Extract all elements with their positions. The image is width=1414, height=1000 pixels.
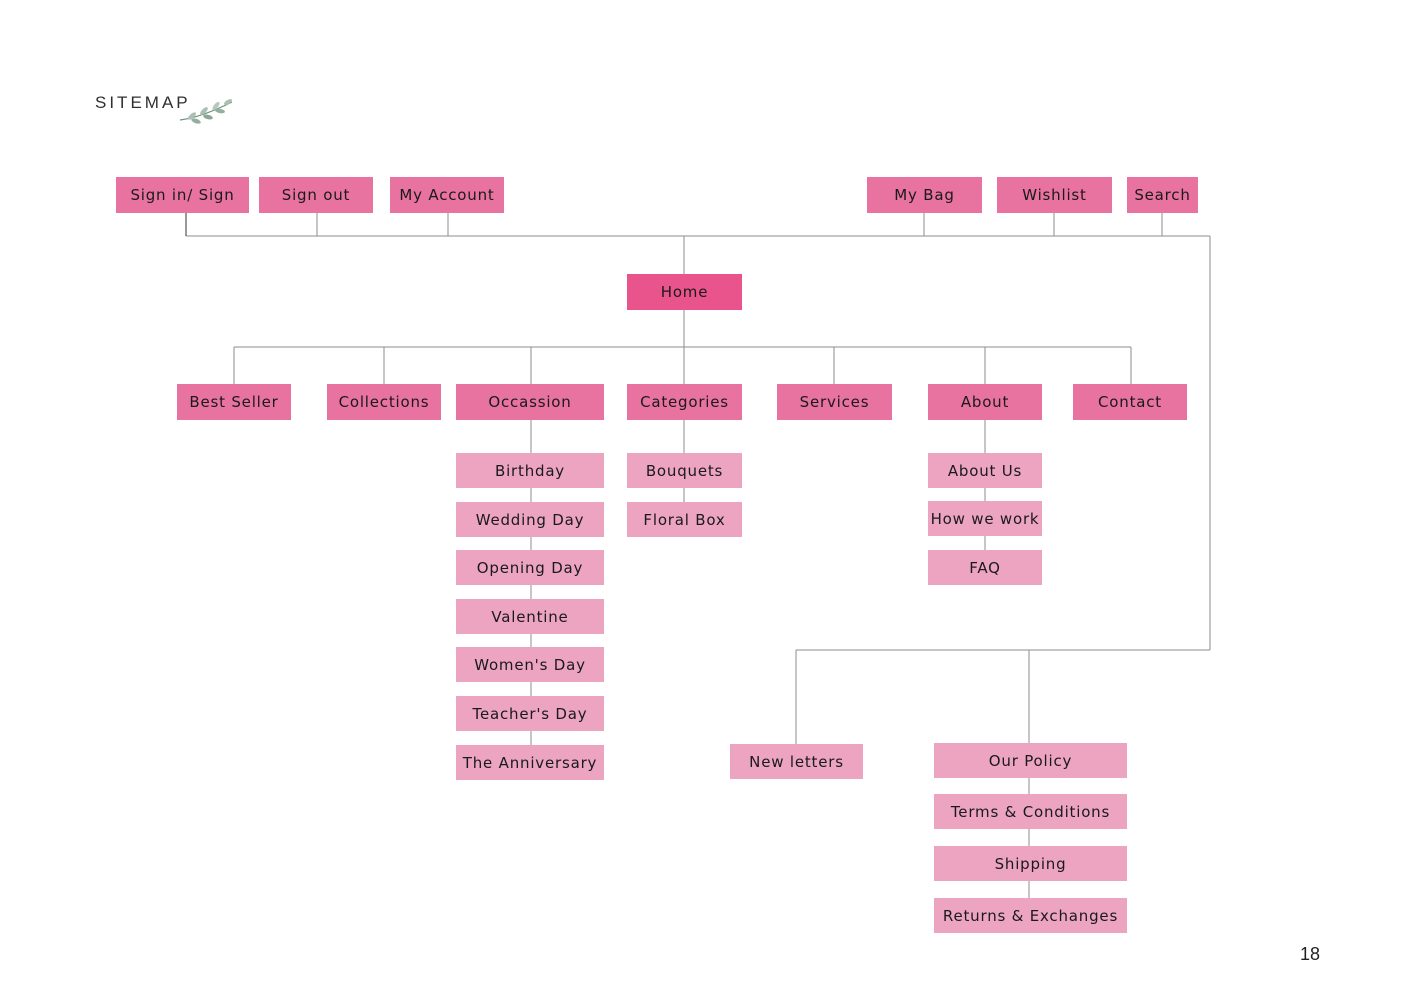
node-home: Home [627, 274, 742, 310]
node-bouquets: Bouquets [627, 453, 742, 488]
node-my-account: My Account [390, 177, 504, 213]
node-returns-exchanges: Returns & Exchanges [934, 898, 1127, 933]
page-title: SITEMAP [95, 93, 191, 112]
node-sign-in: Sign in/ Sign [116, 177, 249, 213]
node-contact: Contact [1073, 384, 1187, 420]
node-shipping: Shipping [934, 846, 1127, 881]
node-services: Services [777, 384, 892, 420]
leaf-sprig-icon [179, 99, 233, 124]
node-how-we-work: How we work [928, 501, 1042, 536]
node-collections: Collections [327, 384, 441, 420]
node-womens-day: Women's Day [456, 647, 604, 682]
page-number: 18 [1299, 944, 1321, 964]
node-search: Search [1127, 177, 1198, 213]
node-categories: Categories [627, 384, 742, 420]
node-about: About [928, 384, 1042, 420]
node-my-bag: My Bag [867, 177, 982, 213]
node-wedding-day: Wedding Day [456, 502, 604, 537]
node-sign-out: Sign out [259, 177, 373, 213]
node-best-seller: Best Seller [177, 384, 291, 420]
node-teachers-day: Teacher's Day [456, 696, 604, 731]
node-valentine: Valentine [456, 599, 604, 634]
node-newsletter: New letters [730, 744, 863, 779]
node-terms-conditions: Terms & Conditions [934, 794, 1127, 829]
node-opening-day: Opening Day [456, 550, 604, 585]
node-the-anniversary: The Anniversary [456, 745, 604, 780]
node-faq: FAQ [928, 550, 1042, 585]
node-our-policy: Our Policy [934, 743, 1127, 778]
node-occassion: Occassion [456, 384, 604, 420]
node-wishlist: Wishlist [997, 177, 1112, 213]
node-floral-box: Floral Box [627, 502, 742, 537]
node-birthday: Birthday [456, 453, 604, 488]
node-about-us: About Us [928, 453, 1042, 488]
